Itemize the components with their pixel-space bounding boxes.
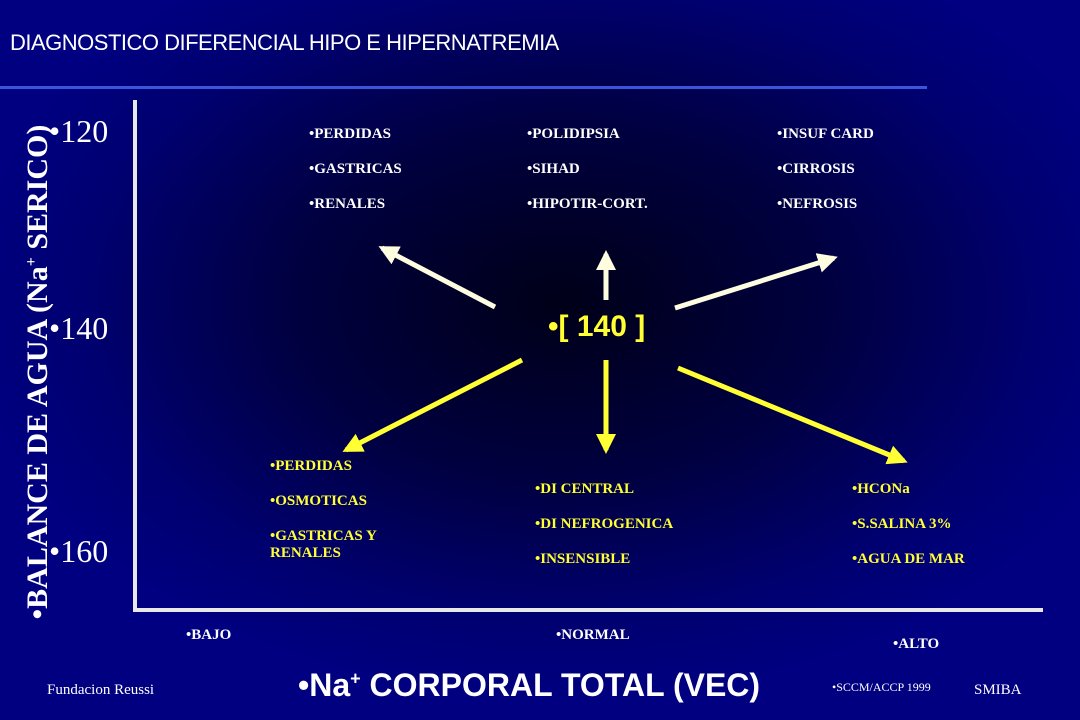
x-category-normal: •NORMAL <box>556 627 630 643</box>
center-value: •[ 140 ] <box>548 310 646 343</box>
group-item: •GASTRICAS Y RENALES <box>270 528 377 561</box>
group-item: •INSENSIBLE <box>535 551 631 567</box>
group-item: •CIRROSIS <box>777 161 855 177</box>
axis-lines <box>133 100 1043 612</box>
title-divider <box>0 86 927 89</box>
group-item: •HIPOTIR-CORT. <box>527 196 648 212</box>
x-axis-label: •Na+ CORPORAL TOTAL (VEC) <box>298 667 760 704</box>
group-item: •HCONa <box>852 481 910 497</box>
group-top-left: •PERDIDAS •GASTRICAS •RENALES <box>309 126 402 231</box>
hyponatremia-arrows <box>378 245 838 311</box>
group-item: •AGUA DE MAR <box>852 551 965 567</box>
arrow-to-top-left <box>378 245 497 310</box>
x-axis-label-superscript: + <box>350 668 361 689</box>
footer-society: SMIBA <box>974 682 1022 698</box>
group-item: •DI NEFROGENICA <box>535 516 674 532</box>
group-item: •SIHAD <box>527 161 580 177</box>
group-bottom-right: •HCONa •S.SALINA 3% •AGUA DE MAR <box>852 481 965 586</box>
x-category-alto: •ALTO <box>893 636 940 652</box>
footer-organization: Fundacion Reussi <box>47 682 155 698</box>
x-category-bajo: •BAJO <box>186 627 232 643</box>
x-axis-label-post: CORPORAL TOTAL (VEC) <box>360 667 761 703</box>
arrow-to-top-right <box>674 253 838 311</box>
group-item: •POLIDIPSIA <box>527 126 620 142</box>
arrow-to-bottom-left <box>342 357 524 453</box>
group-bottom-left: •PERDIDAS •OSMOTICAS •GASTRICAS Y RENALE… <box>270 458 420 580</box>
group-top-right: •INSUF CARD •CIRROSIS •NEFROSIS <box>777 126 874 231</box>
group-item: •PERDIDAS <box>270 458 352 474</box>
x-axis-label-pre: •Na <box>298 667 351 703</box>
slide-title: DIAGNOSTICO DIFERENCIAL HIPO E HIPERNATR… <box>10 30 559 55</box>
group-item: •S.SALINA 3% <box>852 516 952 532</box>
group-item: •NEFROSIS <box>777 196 858 212</box>
group-item: •GASTRICAS <box>309 161 402 177</box>
group-bottom-center: •DI CENTRAL •DI NEFROGENICA •INSENSIBLE <box>535 481 673 586</box>
group-item: •INSUF CARD <box>777 126 874 142</box>
y-tick-140: •140 <box>49 310 109 346</box>
arrow-to-bottom-right <box>677 365 908 465</box>
y-tick-160: •160 <box>49 533 109 569</box>
hypernatremia-arrows <box>342 357 908 465</box>
group-item: •PERDIDAS <box>309 126 391 142</box>
group-item: •RENALES <box>309 196 386 212</box>
y-tick-120: •120 <box>49 113 109 149</box>
footer-citation: •SCCM/ACCP 1999 <box>832 680 931 694</box>
group-item: •OSMOTICAS <box>270 493 367 509</box>
group-top-center: •POLIDIPSIA •SIHAD •HIPOTIR-CORT. <box>527 126 648 231</box>
group-item: •DI CENTRAL <box>535 481 635 497</box>
